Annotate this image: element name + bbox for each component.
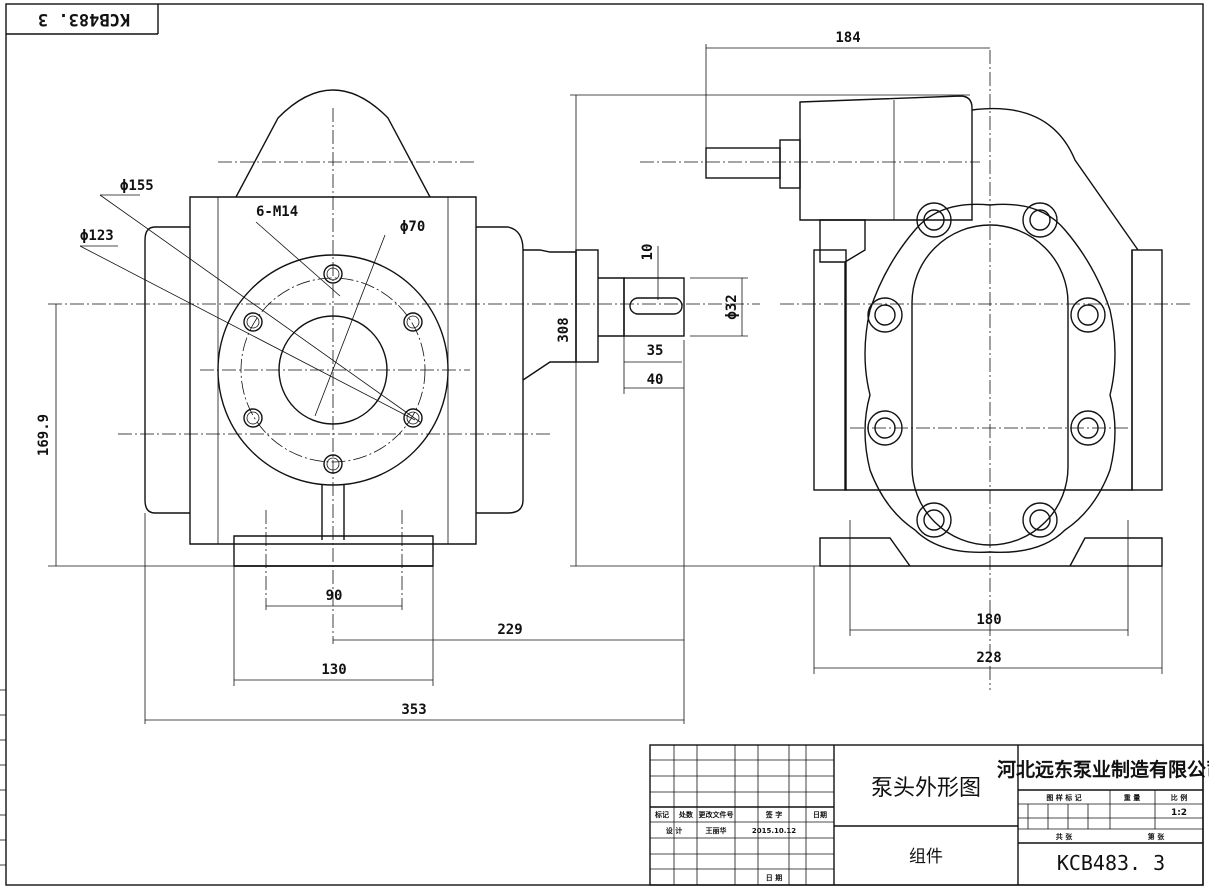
company-name: 河北远东泵业制造有限公司 bbox=[997, 758, 1209, 781]
tb-total-sheets: 共 张 bbox=[1056, 832, 1073, 841]
dim-169-9: 169.9 bbox=[36, 414, 52, 456]
tb-design: 设 计 bbox=[666, 826, 682, 835]
drawing-frame bbox=[5, 3, 1204, 886]
tb-weight: 重 量 bbox=[1124, 793, 1140, 802]
dim-184: 184 bbox=[835, 30, 860, 46]
rotated-drawing-code: KCB483. 3 bbox=[38, 9, 130, 29]
tb-sheet-no: 第 张 bbox=[1148, 832, 1165, 841]
dim-40: 40 bbox=[647, 372, 664, 388]
tb-signature: 签 字 bbox=[765, 810, 782, 819]
dim-308: 308 bbox=[556, 317, 572, 342]
title-block bbox=[649, 744, 1204, 886]
dim-228: 228 bbox=[976, 650, 1001, 666]
front-view bbox=[48, 89, 760, 644]
tb-change-doc: 更改文件号 bbox=[699, 810, 734, 819]
drawing-number: KCB483. 3 bbox=[1057, 851, 1165, 875]
tb-date: 日期 bbox=[813, 810, 827, 819]
drawing-title: 泵头外形图 bbox=[871, 776, 981, 801]
tb-design-date: 2015.10.12 bbox=[752, 827, 796, 835]
dim-35: 35 bbox=[647, 343, 664, 359]
dim-180: 180 bbox=[976, 612, 1001, 628]
dim-130: 130 bbox=[321, 662, 346, 678]
tb-date2: 日 期 bbox=[766, 873, 782, 882]
side-view bbox=[640, 50, 1192, 690]
tb-stage-mark: 图 样 标 记 bbox=[1046, 793, 1081, 802]
tb-scale: 比 例 bbox=[1171, 793, 1187, 802]
dim-90: 90 bbox=[326, 588, 343, 604]
dim-d32: ϕ32 bbox=[724, 294, 740, 319]
tb-scale-value: 1:2 bbox=[1171, 808, 1187, 818]
dim-d123: ϕ123 bbox=[80, 228, 114, 244]
tb-count: 处数 bbox=[678, 810, 694, 819]
side-view-dimensions bbox=[570, 44, 1163, 674]
front-view-dimensions bbox=[48, 246, 748, 724]
tb-designer: 王丽华 bbox=[706, 826, 727, 835]
dim-353: 353 bbox=[401, 702, 426, 718]
part-type: 组件 bbox=[909, 847, 943, 867]
dim-229: 229 bbox=[497, 622, 522, 638]
dim-m14: 6-M14 bbox=[256, 204, 298, 220]
dim-10: 10 bbox=[640, 244, 656, 261]
dim-d70: ϕ70 bbox=[400, 219, 425, 235]
tb-mark: 标记 bbox=[654, 810, 669, 819]
dim-d155: ϕ155 bbox=[120, 178, 154, 194]
